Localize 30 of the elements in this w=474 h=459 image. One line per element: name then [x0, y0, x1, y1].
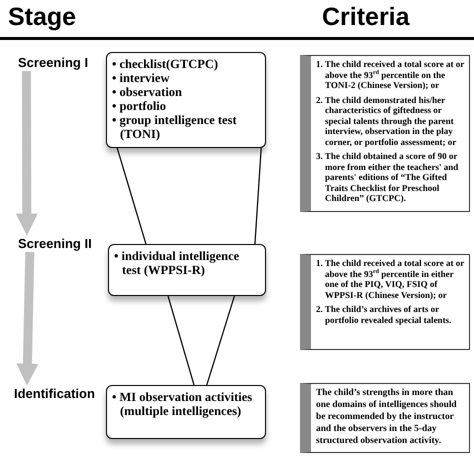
method-box [106, 52, 266, 148]
method-item: • portfolio [112, 99, 168, 113]
stage-label: Identification [14, 386, 95, 402]
method-item: • observation [112, 85, 184, 99]
criterion-text: 2. The child demonstrated his/her characteristics of giftedness or special talents through the parent interview, observation in the play corner, or portfolio assessment; or [316, 94, 458, 147]
method-box [106, 385, 266, 439]
method-item: • MI observation activities (multiple intelligences) [112, 390, 254, 418]
criterion-text: 1. The child received a total score at or above the 93$^{rd}$ percentile in either one of the PIQ, VIQ, FSIQ of WPPSI-R (Chinese Version); or [316, 258, 466, 300]
column-heading: Criteria [322, 2, 410, 32]
criterion-text: 3. The child obtained a score of 90 or more from either the teachers' and parents' editions of “The Gifted Traits Checklist for Preschool Children” (GTCPC). [316, 151, 460, 204]
funnel-line [116, 148, 146, 244]
column-heading: Stage [8, 2, 76, 32]
funnel-line [206, 296, 235, 386]
criterion-text: 2. The child’s archives of arts or portfolio revealed special talents. [316, 304, 452, 325]
criterion-text: 1. The child received a total score at or above the 93$^{rd}$ percentile on the TONI-2 (Chinese Version); or [316, 59, 466, 90]
method-box [108, 244, 266, 296]
criteria-box [300, 383, 470, 453]
criteria-box [300, 254, 470, 350]
arrow [16, 70, 38, 236]
method-item: • interview [112, 71, 170, 85]
criterion-text: The child’s strengths in more than one domains of intelligences should be recommended by the instructor and the observers in the 5-day structured observation activity. [316, 387, 458, 447]
stage-label: Screening II [18, 236, 92, 252]
arrow [16, 252, 38, 386]
method-item: • group intelligence test (TONI) [112, 113, 238, 141]
funnel-line [254, 148, 262, 244]
stage-label: Screening I [18, 55, 88, 71]
method-item: • checklist(GTCPC) [112, 57, 220, 71]
method-item: • individual intelligence test (WPPSI-R) [114, 249, 240, 277]
criteria-box [300, 55, 470, 212]
funnel-line [167, 296, 195, 386]
